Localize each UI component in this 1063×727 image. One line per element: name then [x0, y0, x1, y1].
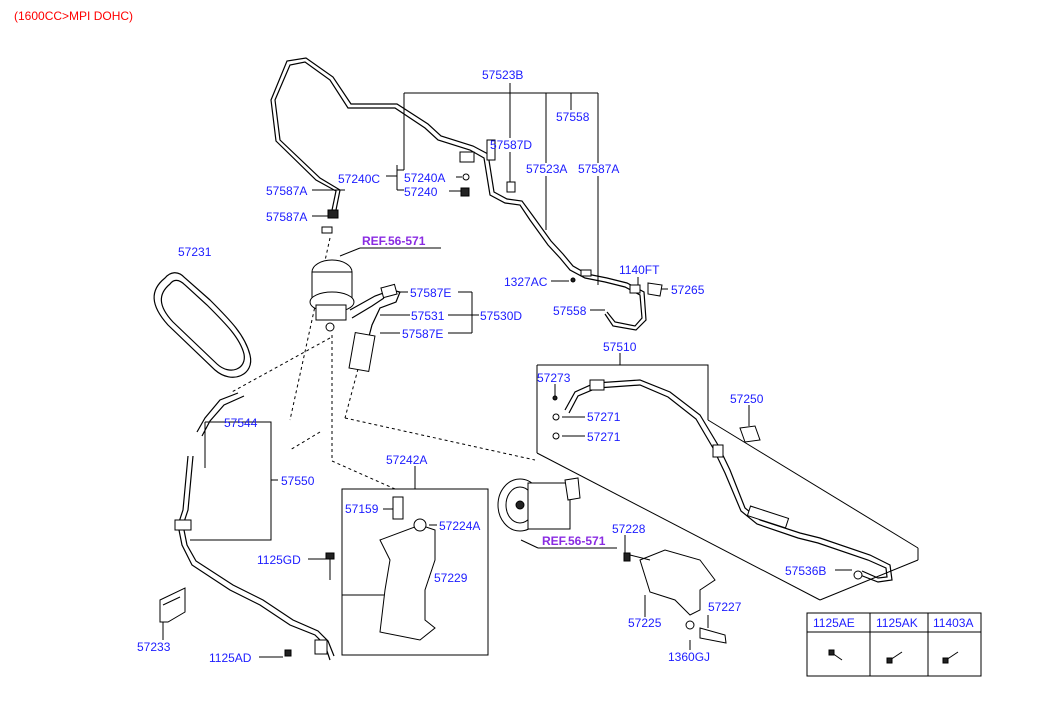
reference-link-pump[interactable]: REF.56-571: [542, 534, 606, 548]
pressure-hose-57523B: [270, 57, 663, 331]
return-hose-57550: [174, 392, 335, 661]
label-57242A: 57242A: [386, 453, 427, 467]
reference-link-reservoir[interactable]: REF.56-571: [362, 234, 426, 248]
label-57271-2: 57271: [587, 430, 621, 444]
bracket-57225: [623, 549, 727, 644]
label-1140FT: 1140FT: [619, 263, 660, 277]
label-57531: 57531: [411, 309, 445, 323]
fastener-table: 1125AE 1125AK 11403A: [806, 612, 982, 677]
label-57271-1: 57271: [587, 410, 621, 424]
v-belt-57231: [153, 272, 252, 378]
label-57587A-1: 57587A: [266, 184, 307, 198]
label-57523B: 57523B: [482, 68, 523, 82]
part-labels: 57523B 57558 57587D 57523A 57587A 57240C…: [137, 68, 826, 665]
label-57587A-right: 57587A: [578, 162, 619, 176]
bolt-icon: [942, 651, 959, 664]
label-1125GD: 1125GD: [257, 553, 301, 567]
label-57225: 57225: [628, 616, 662, 630]
dashed-guide-lines: [229, 237, 536, 490]
label-57587A-2: 57587A: [266, 210, 307, 224]
label-57273: 57273: [537, 371, 571, 385]
label-57224A: 57224A: [439, 519, 480, 533]
label-57229: 57229: [434, 571, 468, 585]
fastener-col-1125AK: 1125AK: [876, 616, 918, 630]
pressure-line-57510: [552, 379, 893, 583]
label-57536B: 57536B: [785, 564, 826, 578]
label-57159: 57159: [345, 502, 379, 516]
label-57227: 57227: [708, 600, 742, 614]
label-57231: 57231: [178, 245, 212, 259]
label-57550: 57550: [281, 474, 315, 488]
reservoir-57531: [309, 259, 401, 373]
bolt-icon: [828, 649, 843, 661]
label-57558-mid: 57558: [553, 304, 587, 318]
power-steering-pump: [497, 477, 581, 532]
label-57587E-1: 57587E: [410, 286, 451, 300]
label-57587D: 57587D: [490, 138, 532, 152]
leader-lines: [162, 83, 919, 658]
label-57530D: 57530D: [480, 309, 522, 323]
label-57240: 57240: [404, 185, 438, 199]
label-57558-top: 57558: [556, 110, 590, 124]
label-57544: 57544: [224, 416, 258, 430]
label-1360GJ: 1360GJ: [668, 650, 710, 664]
label-57510: 57510: [603, 340, 637, 354]
label-1125AD: 1125AD: [209, 651, 252, 665]
label-57523A: 57523A: [526, 162, 567, 176]
label-57228: 57228: [612, 522, 646, 536]
label-57587E-2: 57587E: [402, 327, 443, 341]
label-57265: 57265: [671, 283, 705, 297]
bracket-57233: [159, 587, 186, 623]
fastener-col-1125AE: 1125AE: [813, 616, 855, 630]
label-57240A: 57240A: [404, 171, 445, 185]
engine-spec-header: (1600CC>MPI DOHC): [14, 9, 133, 23]
pump-bracket-57242A: [325, 496, 436, 641]
label-57240C: 57240C: [338, 172, 380, 186]
label-1327AC: 1327AC: [504, 275, 548, 289]
fastener-col-11403A: 11403A: [933, 616, 973, 630]
bolt-icon: [886, 651, 903, 664]
label-57250: 57250: [730, 392, 764, 406]
label-57233: 57233: [137, 640, 171, 654]
